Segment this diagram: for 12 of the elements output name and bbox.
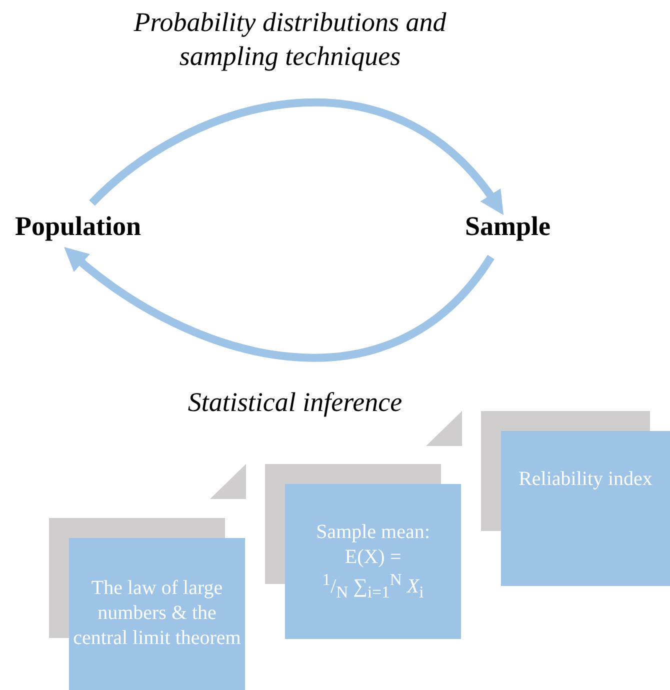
curved-arrow — [64, 247, 494, 362]
curved-arrow — [89, 98, 504, 214]
box-text: $^{1}$/$_{N}$ ∑$_{i=1}$$^{N}$ X$_{i}$ — [321, 570, 425, 604]
step-box — [501, 431, 670, 586]
box-text: The law of large numbers & the central limit theorem — [73, 576, 241, 651]
step-box — [285, 484, 461, 639]
box-text: Reliability index — [518, 467, 654, 492]
box-text: Sample mean: — [315, 520, 431, 545]
box-text: E(X) = — [344, 545, 402, 570]
term-label: Population — [15, 211, 160, 247]
step-box — [69, 538, 245, 690]
term-label: Sample — [465, 211, 565, 247]
